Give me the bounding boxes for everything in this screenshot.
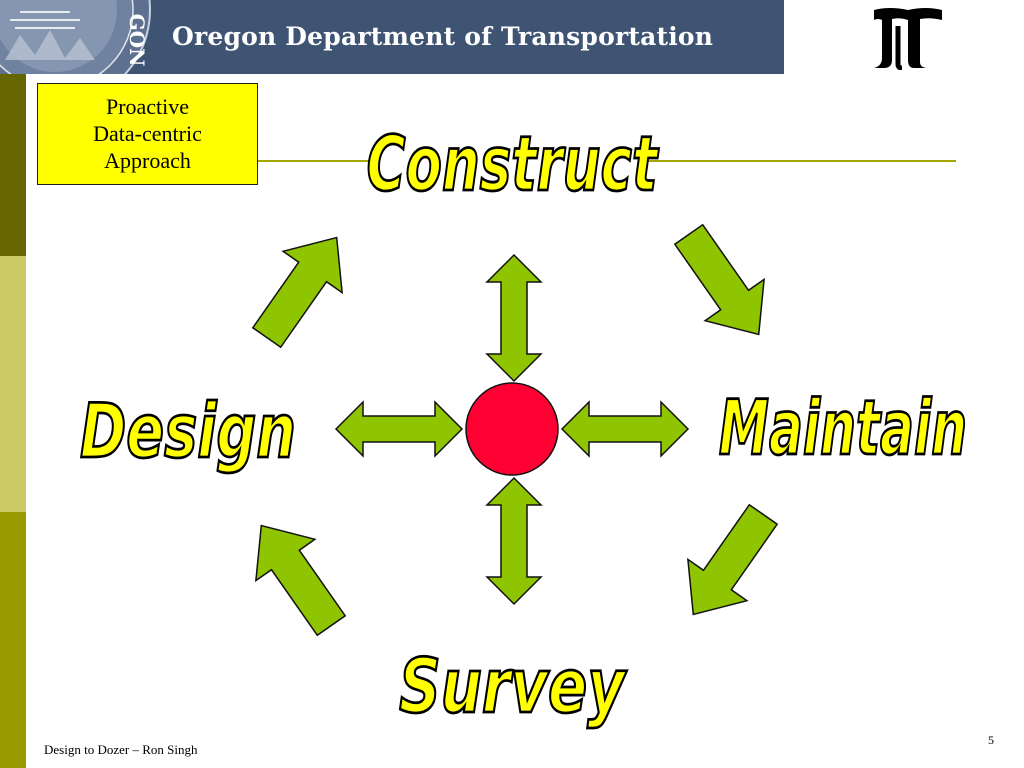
center-hub xyxy=(465,382,559,476)
page-number: 5 xyxy=(988,733,994,747)
divider-rule-right xyxy=(648,160,956,162)
callout-line-2: Data-centric xyxy=(93,121,202,146)
side-stripe-mid xyxy=(0,512,26,768)
double-arrow-left xyxy=(334,400,464,458)
down-left-arrow-icon xyxy=(686,503,779,616)
double-arrow-down xyxy=(485,476,543,606)
node-label-design: Design xyxy=(80,388,296,475)
approach-callout: Proactive Data-centric Approach xyxy=(37,83,258,185)
callout-line-1: Proactive xyxy=(105,94,190,119)
up-left-arrow-icon xyxy=(254,524,347,637)
side-stripe-light xyxy=(0,256,26,512)
side-stripe-dark xyxy=(0,74,26,256)
node-label-maintain: Maintain xyxy=(719,384,967,472)
node-label-construct: Construct xyxy=(367,120,660,208)
header-bar: GON Oregon Department of Transportation xyxy=(0,0,784,74)
seal-text: GON xyxy=(125,14,149,67)
double-arrow-right xyxy=(560,400,690,458)
divider-rule-left xyxy=(258,160,378,162)
org-title: Oregon Department of Transportation xyxy=(172,22,714,51)
down-right-arrow-icon xyxy=(673,223,766,336)
odot-logo-icon xyxy=(870,4,946,71)
up-right-arrow-icon xyxy=(251,236,344,349)
oregon-seal-logo: GON xyxy=(0,0,160,74)
node-label-survey: Survey xyxy=(399,643,627,730)
callout-line-3: Approach xyxy=(104,148,191,173)
footer-text: Design to Dozer – Ron Singh xyxy=(44,742,198,757)
double-arrow-up xyxy=(485,253,543,383)
